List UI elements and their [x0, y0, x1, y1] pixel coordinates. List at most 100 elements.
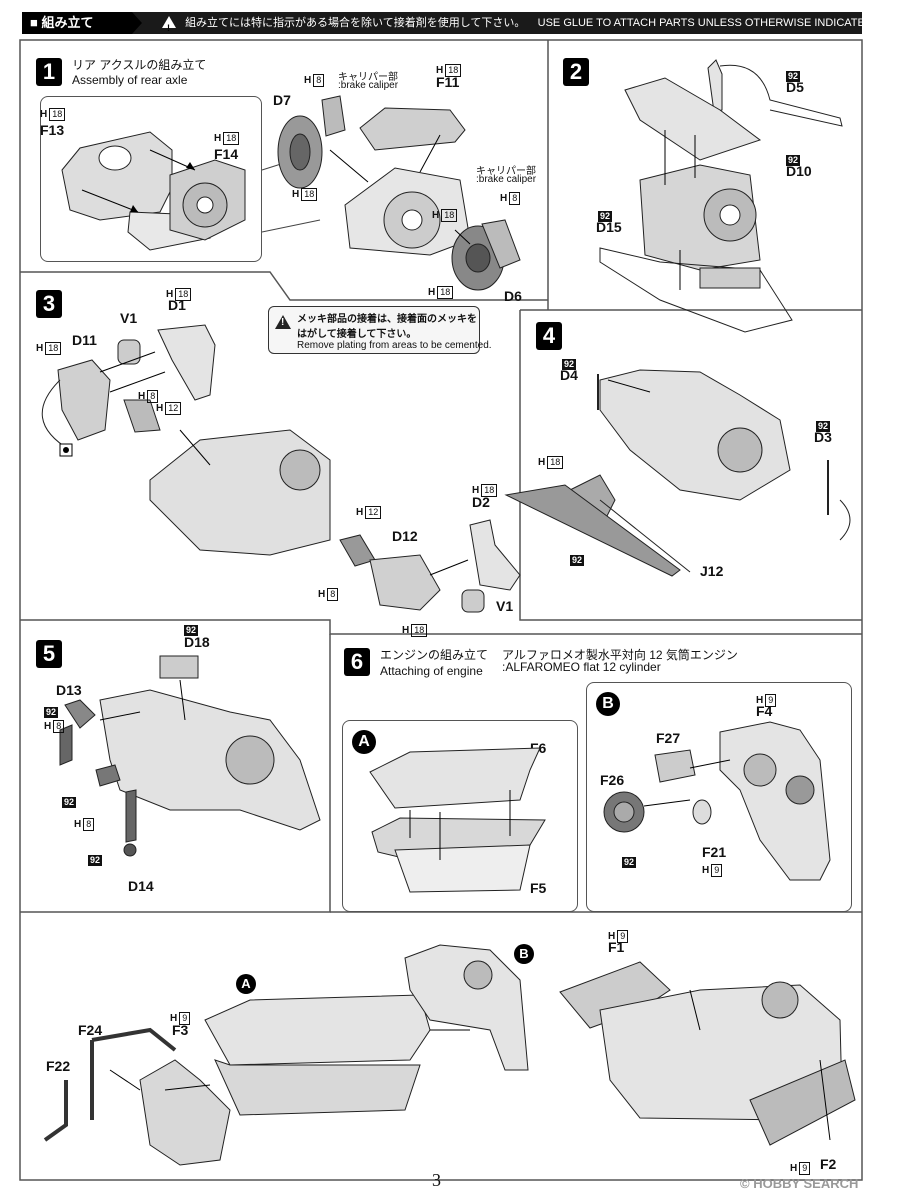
part-d5-label: D5: [786, 79, 804, 95]
d4-tag: 92: [562, 359, 577, 370]
step-6-desc-jp: アルファロメオ製水平対向 12 気筒エンジン: [502, 648, 738, 662]
plating-notice-jp-1: メッキ部品の接着は、接着面のメッキを: [297, 314, 477, 325]
shock-tag: 92: [62, 797, 77, 808]
d13-tag: 92: [44, 707, 59, 718]
part-d10-label: D10: [786, 163, 812, 179]
section-tab: ■ 組み立て: [22, 12, 142, 34]
part-f3-label: F3: [172, 1022, 189, 1038]
sub-step-a-frame: [342, 720, 578, 912]
plating-notice: メッキ部品の接着は、接着面のメッキを はがして接着して下さい。 Remove p…: [268, 306, 492, 354]
part-f2-label: F2: [820, 1156, 837, 1172]
part-f14-label: F14: [214, 146, 239, 162]
part-f26-label: F26: [600, 772, 625, 788]
step-3-number: 3: [36, 290, 62, 318]
sub-step-b-mark: B: [596, 692, 620, 716]
part-f27-label: F27: [656, 730, 681, 746]
part-f21-label: F21: [702, 844, 727, 860]
part-d15-label: D15: [596, 219, 622, 235]
glue-notice: 組み立てには特に指示がある場合を除いて接着剤を使用して下さい。 USE GLUE…: [162, 12, 876, 39]
step-5-number: 5: [36, 640, 62, 668]
part-f22-label: F22: [46, 1058, 71, 1074]
caliper-b-jp: キャリパー部: [476, 166, 536, 177]
part-f11-label: F11: [436, 74, 460, 90]
part-d12-label: D12: [392, 528, 418, 544]
caliper-a-jp: キャリパー部: [338, 72, 398, 83]
d10-tag: 92: [786, 155, 801, 166]
part-d7-label: D7: [273, 92, 291, 108]
part-d3-label: D3: [814, 429, 832, 445]
d18-tag: 92: [184, 625, 199, 636]
sub-step-b-frame: [586, 682, 852, 912]
glue-notice-jp: 組み立てには特に指示がある場合を除いて接着剤を使用して下さい。: [185, 17, 526, 29]
step-1-title-en: Assembly of rear axle: [72, 73, 188, 87]
step-6-title-en: Attaching of engine: [380, 664, 483, 678]
step-6-number: 6: [344, 648, 370, 676]
d3-tag: 92: [816, 421, 831, 432]
step-1-inset-frame: [40, 96, 262, 262]
part-f24-label: F24: [78, 1022, 103, 1038]
d15-tag: 92: [598, 211, 613, 222]
part-f13-label: F13: [40, 122, 65, 138]
step-6-desc-en: :ALFAROMEO flat 12 cylinder: [502, 660, 661, 674]
assembly-b-mark: B: [514, 944, 534, 964]
step-2-number: 2: [563, 58, 589, 86]
plating-notice-en: Remove plating from areas to be cemented…: [297, 340, 492, 351]
f26-tag: 92: [622, 857, 637, 868]
caliper-a-en: :brake caliper: [338, 80, 399, 91]
step-1-title-jp: リア アクスルの組み立て: [72, 58, 207, 72]
step-1-number: 1: [36, 58, 62, 86]
part-f5-label: F5: [530, 880, 547, 896]
part-d13-label: D13: [56, 682, 82, 698]
part-d18-label: D18: [184, 634, 210, 650]
plating-notice-jp-2: はがして接着して下さい。: [297, 329, 417, 340]
part-d11-label: D11: [72, 332, 97, 348]
part-v1-label-bottom: V1: [496, 598, 514, 614]
part-f4-label: F4: [756, 703, 773, 719]
part-d4-label: D4: [560, 367, 578, 383]
header-bar: ■ 組み立て 組み立てには特に指示がある場合を除いて接着剤を使用して下さい。 U…: [22, 12, 876, 39]
d5-tag: 92: [786, 71, 801, 82]
belt-tag: 92: [570, 555, 585, 566]
part-v1-label-top: V1: [120, 310, 138, 326]
assembly-a-mark: A: [236, 974, 256, 994]
step-4-number: 4: [536, 322, 562, 350]
warning-icon: [162, 16, 176, 39]
part-d6-label: D6: [504, 288, 522, 304]
part-d1-label: D1: [168, 297, 186, 313]
glue-notice-en: USE GLUE TO ATTACH PARTS UNLESS OTHERWIS…: [537, 17, 876, 29]
part-f1-label: F1: [608, 939, 625, 955]
caliper-b-en: :brake caliper: [476, 174, 537, 185]
step-6-title-jp: エンジンの組み立て: [380, 648, 489, 662]
d14-tag: 92: [88, 855, 103, 866]
